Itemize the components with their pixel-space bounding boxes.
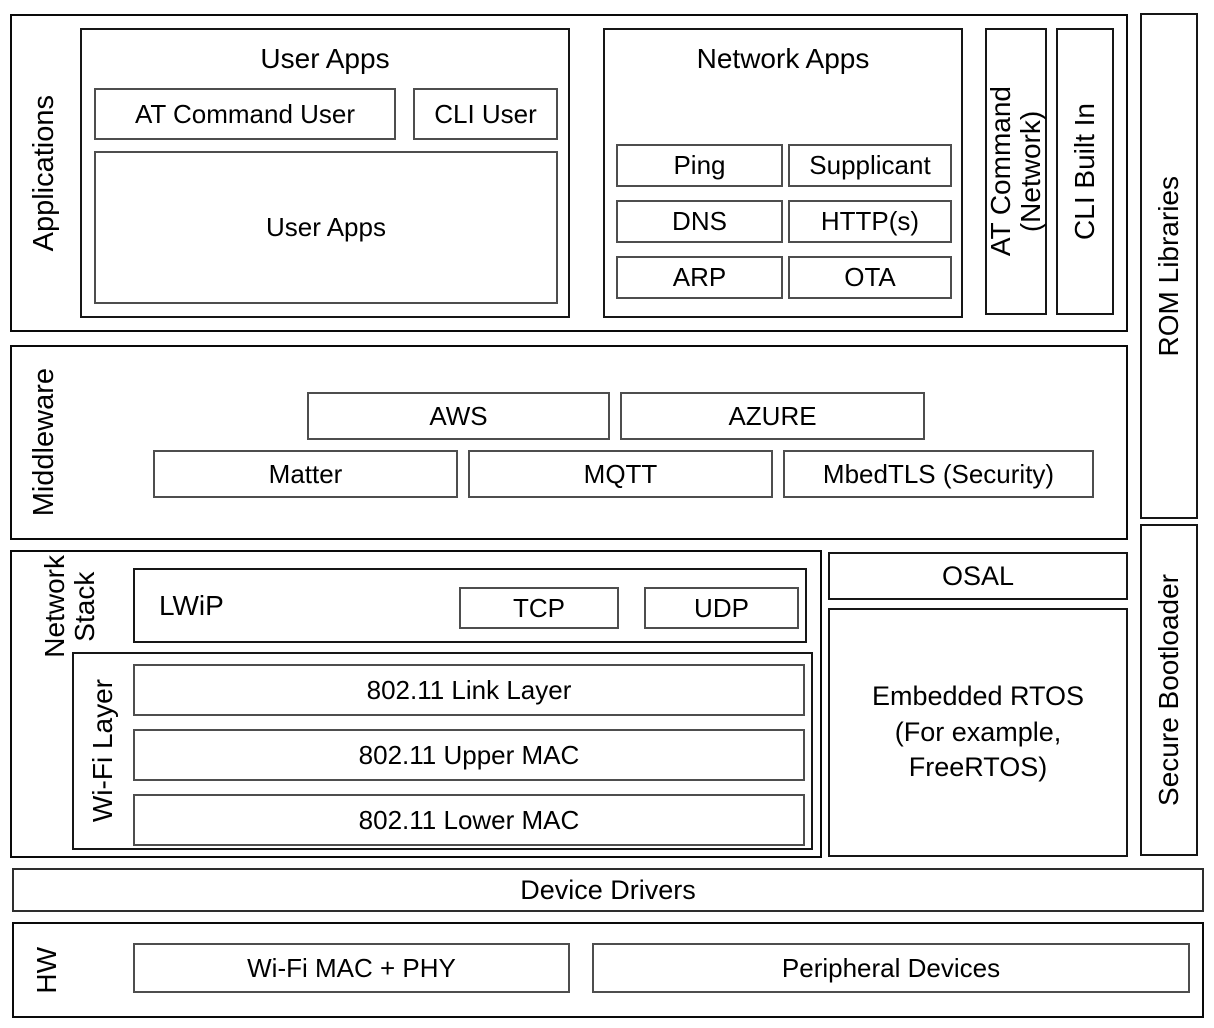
- arp-label: ARP: [672, 262, 727, 292]
- upper-mac-label: 802.11 Upper MAC: [358, 739, 580, 770]
- secure-bootloader-box: Secure Bootloader: [1140, 524, 1198, 856]
- at-command-network-label: AT Command (Network): [984, 86, 1046, 257]
- mbedtls-label: MbedTLS (Security): [822, 458, 1055, 489]
- udp-label: UDP: [694, 592, 749, 623]
- mbedtls-box: MbedTLS (Security): [783, 450, 1094, 498]
- supplicant-box: Supplicant: [788, 144, 952, 187]
- ping-label: Ping: [673, 150, 726, 180]
- tcp-box: TCP: [459, 587, 619, 629]
- ota-box: OTA: [788, 256, 952, 299]
- embedded-rtos-box: Embedded RTOS (For example, FreeRTOS): [828, 608, 1128, 857]
- cli-user-box: CLI User: [413, 88, 558, 140]
- hw-label: HW: [30, 946, 62, 994]
- middleware-label-wrap: Middleware: [12, 347, 78, 538]
- middleware-section: Middleware AWS AZURE Matter MQTT MbedTLS…: [10, 345, 1128, 540]
- wifi-layer-label-wrap: Wi-Fi Layer: [74, 654, 132, 848]
- at-command-user-label: AT Command User: [134, 98, 356, 129]
- link-layer-label: 802.11 Link Layer: [366, 674, 572, 705]
- network-stack-line1: Network: [38, 554, 70, 658]
- link-layer-box: 802.11 Link Layer: [133, 664, 805, 716]
- wifi-layer-text: Wi-Fi Layer: [86, 679, 118, 823]
- aws-label: AWS: [429, 400, 488, 431]
- osal-box: OSAL: [828, 552, 1128, 600]
- middleware-label: Middleware: [28, 368, 61, 517]
- device-drivers-label: Device Drivers: [520, 874, 696, 905]
- hw-label-wrap: HW: [14, 924, 80, 1016]
- user-apps-inner-box: User Apps: [94, 151, 558, 304]
- applications-label: Applications: [28, 94, 61, 252]
- cli-built-in-box: CLI Built In: [1056, 28, 1114, 315]
- cli-built-in-label: CLI Built In: [1068, 103, 1100, 240]
- embedded-rtos-line1: Embedded RTOS: [871, 681, 1085, 712]
- network-apps-title: Network Apps: [696, 43, 870, 74]
- peripheral-devices-label: Peripheral Devices: [781, 952, 1001, 983]
- at-command-network-line1: AT Command: [984, 86, 1016, 257]
- network-stack-label: Network Stack: [38, 554, 100, 658]
- hw-section: HW Wi-Fi MAC + PHY Peripheral Devices: [12, 922, 1204, 1018]
- at-command-network-box: AT Command (Network): [985, 28, 1047, 315]
- osal-label: OSAL: [941, 560, 1015, 591]
- lwip-box: LWiP TCP UDP: [133, 568, 807, 643]
- supplicant-label: Supplicant: [809, 150, 931, 180]
- arp-box: ARP: [616, 256, 783, 299]
- wifi-layer-label: Wi-Fi Layer: [86, 679, 118, 823]
- rom-libraries-box: ROM Libraries: [1140, 13, 1198, 519]
- user-apps-title: User Apps: [260, 43, 390, 74]
- ping-box: Ping: [616, 144, 783, 187]
- azure-box: AZURE: [620, 392, 925, 440]
- lwip-label: LWiP: [159, 589, 224, 621]
- secure-bootloader-text: Secure Bootloader: [1152, 574, 1184, 806]
- secure-bootloader-label: Secure Bootloader: [1152, 574, 1184, 806]
- peripheral-devices-box: Peripheral Devices: [592, 943, 1190, 993]
- rom-libraries-label: ROM Libraries: [1152, 175, 1184, 357]
- https-label: HTTP(s): [820, 206, 920, 236]
- ota-label: OTA: [844, 262, 896, 292]
- hw-label-text: HW: [30, 946, 62, 994]
- embedded-rtos-line3: FreeRTOS): [908, 752, 1048, 783]
- applications-label-text: Applications: [28, 94, 61, 252]
- dns-box: DNS: [616, 200, 783, 243]
- network-stack-section: Network Stack LWiP TCP UDP Wi-Fi Layer 8…: [10, 550, 822, 858]
- applications-label-wrap: Applications: [12, 16, 78, 330]
- https-box: HTTP(s): [788, 200, 952, 243]
- device-drivers-bar: Device Drivers: [12, 868, 1204, 912]
- mqtt-box: MQTT: [468, 450, 773, 498]
- lower-mac-label: 802.11 Lower MAC: [358, 804, 580, 835]
- middleware-label-text: Middleware: [28, 368, 61, 517]
- at-command-network-line2: (Network): [1015, 110, 1046, 233]
- udp-box: UDP: [644, 587, 799, 629]
- network-stack-label-wrap: Network Stack: [24, 555, 116, 658]
- azure-label: AZURE: [728, 400, 817, 431]
- mqtt-label: MQTT: [583, 458, 658, 489]
- embedded-rtos-line2: (For example,: [894, 716, 1062, 747]
- at-command-user-box: AT Command User: [94, 88, 396, 140]
- cli-user-label: CLI User: [434, 98, 537, 129]
- tcp-label: TCP: [513, 592, 565, 623]
- dns-label: DNS: [672, 206, 727, 236]
- user-apps-inner-label: User Apps: [266, 212, 386, 242]
- user-apps-group: User Apps AT Command User CLI User User …: [80, 28, 570, 318]
- rom-libraries-text: ROM Libraries: [1152, 175, 1184, 357]
- wifi-layer-box: Wi-Fi Layer 802.11 Link Layer 802.11 Upp…: [72, 652, 813, 850]
- lower-mac-box: 802.11 Lower MAC: [133, 794, 805, 846]
- applications-section: Applications User Apps AT Command User C…: [10, 14, 1128, 332]
- network-stack-line2: Stack: [69, 571, 100, 642]
- upper-mac-box: 802.11 Upper MAC: [133, 729, 805, 781]
- wifi-mac-phy-box: Wi-Fi MAC + PHY: [133, 943, 570, 993]
- matter-box: Matter: [153, 450, 458, 498]
- aws-box: AWS: [307, 392, 610, 440]
- wifi-mac-phy-label: Wi-Fi MAC + PHY: [247, 952, 456, 983]
- cli-built-in-text: CLI Built In: [1068, 103, 1100, 240]
- matter-label: Matter: [268, 458, 343, 489]
- network-apps-group: Network Apps Ping Supplicant DNS HTTP(s)…: [603, 28, 963, 318]
